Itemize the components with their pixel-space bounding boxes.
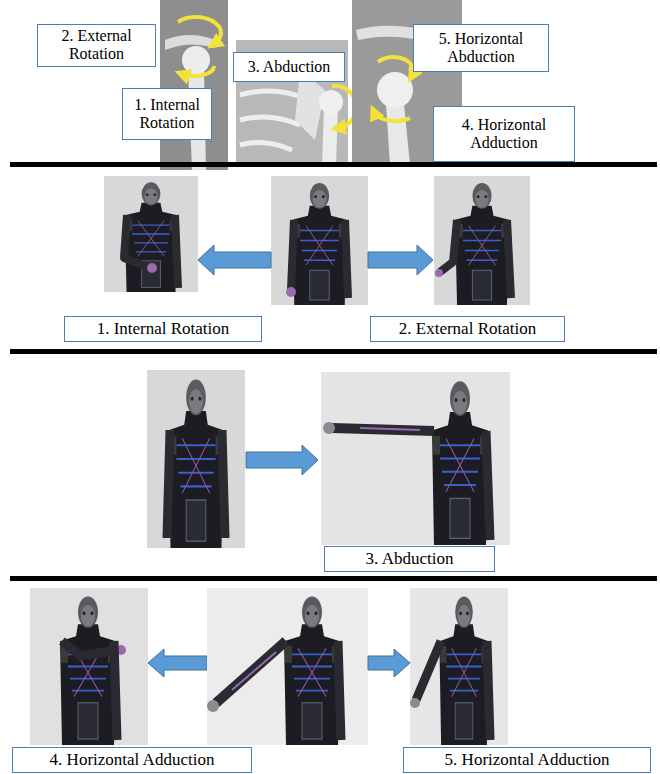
separator-bar (10, 576, 657, 581)
label-text: 4. Horizontal Adduction (50, 750, 215, 770)
label-text: 1. Internal Rotation (127, 96, 207, 133)
block-arrow (368, 649, 410, 677)
robot-photo (434, 176, 530, 305)
shoulder-rotation-illustration (160, 0, 228, 170)
label-box: 2. External Rotation (37, 24, 156, 67)
separator-bar (10, 349, 657, 354)
label-box: 3. Abduction (233, 52, 345, 82)
label-text: 1. Internal Rotation (97, 319, 230, 339)
robot-photo (207, 588, 368, 745)
robot-photo (30, 588, 148, 745)
label-box: 1. Internal Rotation (122, 88, 212, 140)
robot-photo (104, 176, 198, 292)
block-arrow (148, 649, 207, 677)
label-text: 5. Horizontal Adduction (445, 750, 610, 770)
label-text: 5. Horizontal Abduction (418, 30, 544, 67)
label-box: 5. Horizontal Abduction (413, 24, 549, 72)
label-box: 4. Horizontal Adduction (433, 106, 575, 162)
block-arrow (198, 245, 271, 275)
block-arrow (368, 245, 433, 275)
block-arrow (246, 445, 318, 475)
label-text: 3. Abduction (366, 549, 454, 569)
label-text: 2. External Rotation (399, 319, 536, 339)
robot-photo (147, 370, 245, 548)
robot-photo (321, 372, 510, 545)
separator-bar (10, 162, 657, 167)
label-box: 4. Horizontal Adduction (12, 747, 252, 773)
label-text: 3. Abduction (248, 58, 331, 76)
label-box: 1. Internal Rotation (64, 316, 262, 342)
label-box: 2. External Rotation (370, 316, 565, 342)
label-text: 4. Horizontal Adduction (438, 116, 570, 153)
robot-photo (410, 588, 508, 745)
label-box: 5. Horizontal Adduction (403, 747, 651, 773)
label-box: 3. Abduction (324, 546, 495, 572)
label-text: 2. External Rotation (42, 27, 151, 64)
robot-photo (271, 176, 368, 305)
